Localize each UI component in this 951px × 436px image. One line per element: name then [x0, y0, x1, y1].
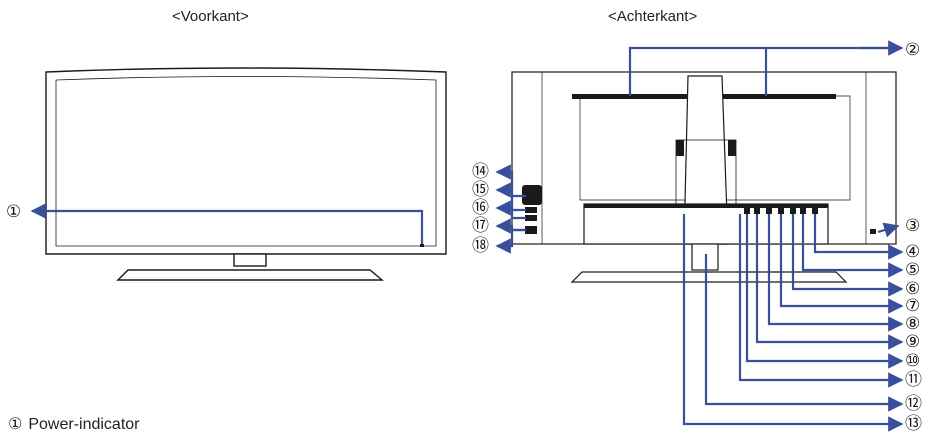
callout-line-1 [30, 203, 424, 244]
front-monitor [45, 67, 447, 281]
callout-number-18: ⑱ [472, 236, 489, 256]
back-view-heading: <Achterkant> [608, 8, 698, 25]
callout-line-8 [767, 214, 904, 332]
io-panel [583, 203, 829, 245]
callout-line-13 [682, 214, 904, 432]
callout-line-3 [877, 222, 900, 238]
callout-number-3: ③ [905, 216, 920, 236]
callout-number-10: ⑩ [905, 351, 920, 371]
front-base [116, 269, 384, 281]
io-ports [744, 208, 818, 214]
kensington-slot [870, 229, 876, 234]
callout-number-8: ⑧ [905, 314, 920, 334]
legend: ① Power-indicator [8, 414, 140, 434]
callout-number-11: ⑪ [905, 370, 922, 390]
callout-line-15 [495, 182, 526, 212]
front-neck [233, 253, 267, 267]
callout-number-2: ② [905, 40, 920, 60]
callout-line-6 [791, 214, 904, 297]
callout-number-12: ⑫ [905, 394, 922, 414]
callout-line-10 [745, 214, 904, 369]
legend-text: Power-indicator [28, 416, 140, 433]
callout-line-4 [813, 214, 904, 260]
callout-line-5 [801, 214, 904, 278]
callout-number-14: ⑭ [472, 162, 489, 182]
callout-number-17: ⑰ [472, 216, 489, 236]
callout-line-11 [738, 214, 904, 388]
callout-line-2 [628, 46, 902, 96]
callout-number-1: ① [6, 202, 21, 222]
callout-line-16 [495, 200, 526, 220]
legend-number: ① [8, 416, 23, 433]
callout-number-9: ⑨ [905, 332, 920, 352]
callout-number-4: ④ [905, 242, 920, 262]
callout-number-15: ⑮ [472, 180, 489, 200]
callout-line-14 [495, 164, 526, 198]
back-monitor [511, 71, 897, 283]
callout-line-9 [755, 214, 904, 350]
front-bezel [45, 67, 447, 255]
callout-line-12 [704, 254, 904, 412]
callout-line-18 [495, 228, 526, 254]
joystick [522, 185, 542, 205]
callout-number-5: ⑤ [905, 260, 920, 280]
power-led [420, 244, 424, 247]
callout-number-16: ⑯ [472, 198, 489, 218]
callout-number-6: ⑥ [905, 279, 920, 299]
callout-number-7: ⑦ [905, 296, 920, 316]
back-base [570, 271, 848, 283]
front-view-heading: <Voorkant> [172, 8, 249, 25]
callout-line-7 [779, 214, 904, 314]
front-screen [55, 76, 437, 247]
callout-number-13: ⑬ [905, 414, 922, 434]
